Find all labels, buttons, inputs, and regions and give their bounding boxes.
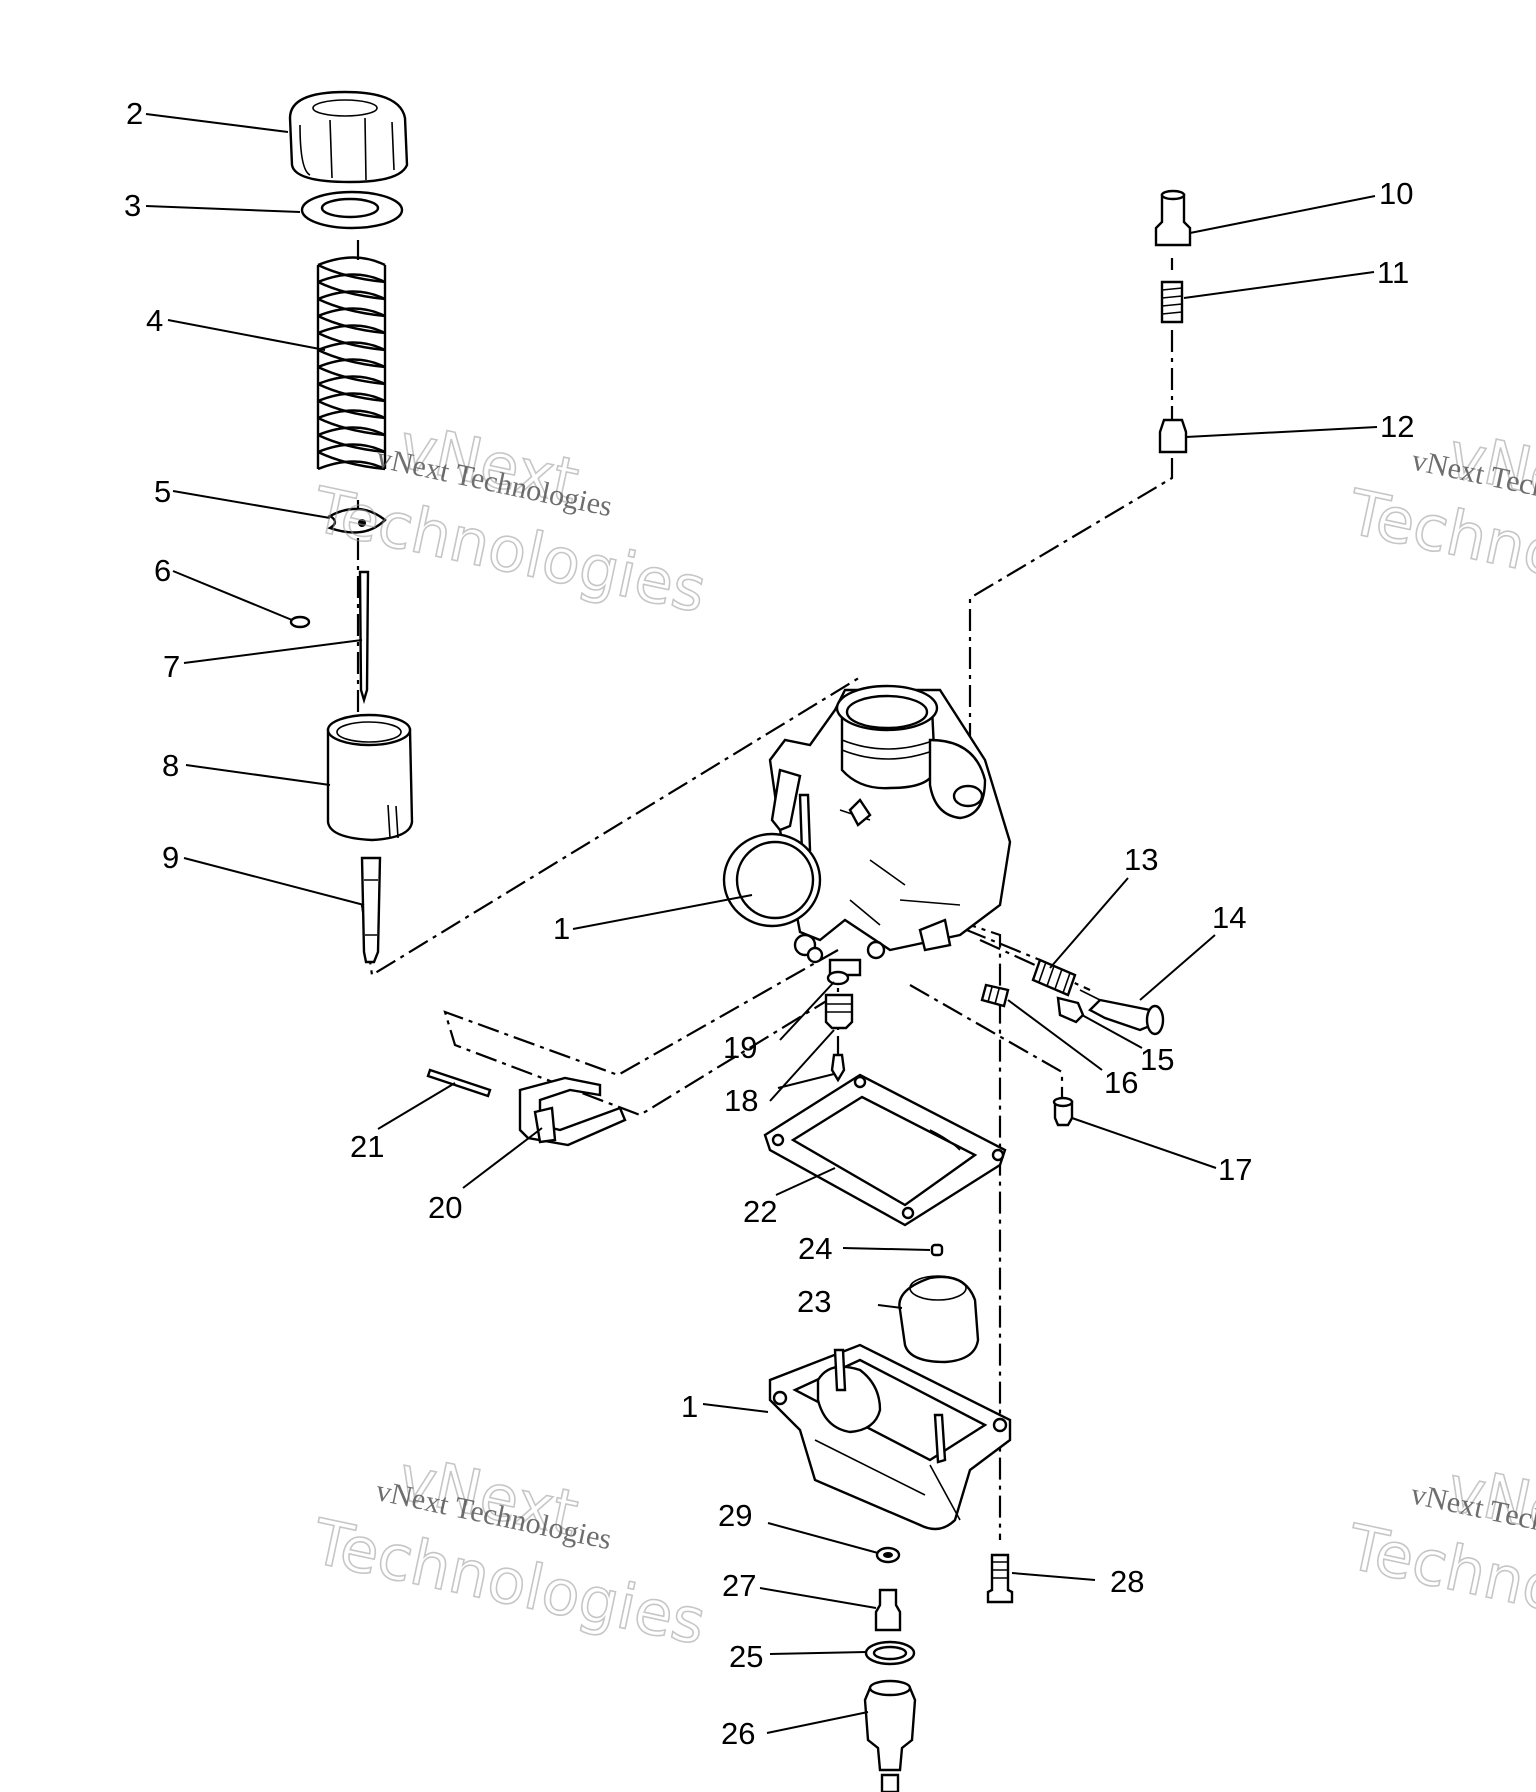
callout-22: 22 [743, 1194, 777, 1229]
callout-12: 12 [1380, 409, 1414, 444]
leader-lines [145, 113, 1378, 1734]
callout-labels: 2 3 4 5 6 7 8 9 10 11 12 1 13 14 15 16 1… [124, 96, 1414, 1751]
part-19-valve-seat-washer [826, 970, 850, 986]
part-6-e-clip [289, 615, 311, 629]
callout-23: 23 [797, 1284, 831, 1319]
part-26-drain-plug [863, 1679, 917, 1792]
callout-29: 29 [718, 1498, 752, 1533]
part-15-pilot-screw [1056, 996, 1085, 1024]
part-23-float [898, 1275, 980, 1364]
callout-19: 19 [723, 1030, 757, 1065]
callout-9: 9 [162, 840, 179, 875]
callout-20: 20 [428, 1190, 462, 1225]
part-28-bowl-screw [986, 1553, 1014, 1604]
part-4-spring [316, 256, 387, 471]
callout-28: 28 [1110, 1564, 1144, 1599]
part-5-needle-retainer [327, 507, 387, 534]
part-9-needle-jet [360, 856, 382, 964]
part-21-float-pin [426, 1068, 492, 1098]
part-7-jet-needle [358, 570, 370, 705]
part-20-float-arm [518, 1076, 627, 1147]
callout-7: 7 [163, 649, 180, 684]
callout-25: 25 [729, 1639, 763, 1674]
callout-3: 3 [124, 188, 141, 223]
watermark-upper-right: vNext vNext Technologies Technologies [1341, 417, 1536, 630]
part-3-washer [300, 190, 404, 230]
part-11-adjuster-spring [1160, 280, 1184, 324]
part-8-throttle-slide [326, 713, 414, 842]
part-13-air-screw-spring [1031, 958, 1077, 997]
callout-1-bowl: 1 [681, 1389, 698, 1424]
callout-17: 17 [1218, 1152, 1252, 1187]
callout-14: 14 [1212, 900, 1246, 935]
callout-4: 4 [146, 303, 163, 338]
part-12-adjuster-nut [1158, 418, 1188, 454]
callout-11: 11 [1377, 255, 1409, 290]
callout-6: 6 [154, 553, 171, 588]
callout-10: 10 [1379, 176, 1413, 211]
callout-13: 13 [1124, 842, 1158, 877]
callout-24: 24 [798, 1231, 832, 1266]
part-22-bowl-gasket [763, 1073, 1007, 1227]
part-1-float-bowl [768, 1343, 1012, 1531]
callout-21: 21 [350, 1129, 384, 1164]
callout-15: 15 [1140, 1042, 1174, 1077]
part-10-cable-adjuster [1154, 189, 1192, 247]
callout-8: 8 [162, 748, 179, 783]
part-1-carburetor-body [722, 684, 1012, 977]
part-27-main-jet [874, 1588, 902, 1632]
part-17-plug-screw [1052, 1096, 1074, 1127]
part-18-float-valve [824, 993, 854, 1083]
part-24-float-pin [930, 1243, 944, 1257]
part-16-pilot-screw-spring [980, 983, 1010, 1008]
callout-26: 26 [721, 1716, 755, 1751]
callout-5: 5 [154, 474, 171, 509]
callout-1-body: 1 [553, 911, 570, 946]
callout-27: 27 [722, 1568, 756, 1603]
part-14-air-screw [1079, 989, 1165, 1036]
part-29-washer [875, 1546, 901, 1564]
part-25-o-ring [864, 1640, 916, 1666]
callout-2: 2 [126, 96, 143, 131]
callout-18: 18 [724, 1083, 758, 1118]
watermark-lower-right: vNext vNext Technologies Technologies [1340, 1451, 1536, 1665]
part-2-top-cap [288, 90, 409, 184]
watermark-lower-left: vNext vNext Technologies Technologies [305, 1440, 712, 1660]
callout-16: 16 [1104, 1065, 1138, 1100]
